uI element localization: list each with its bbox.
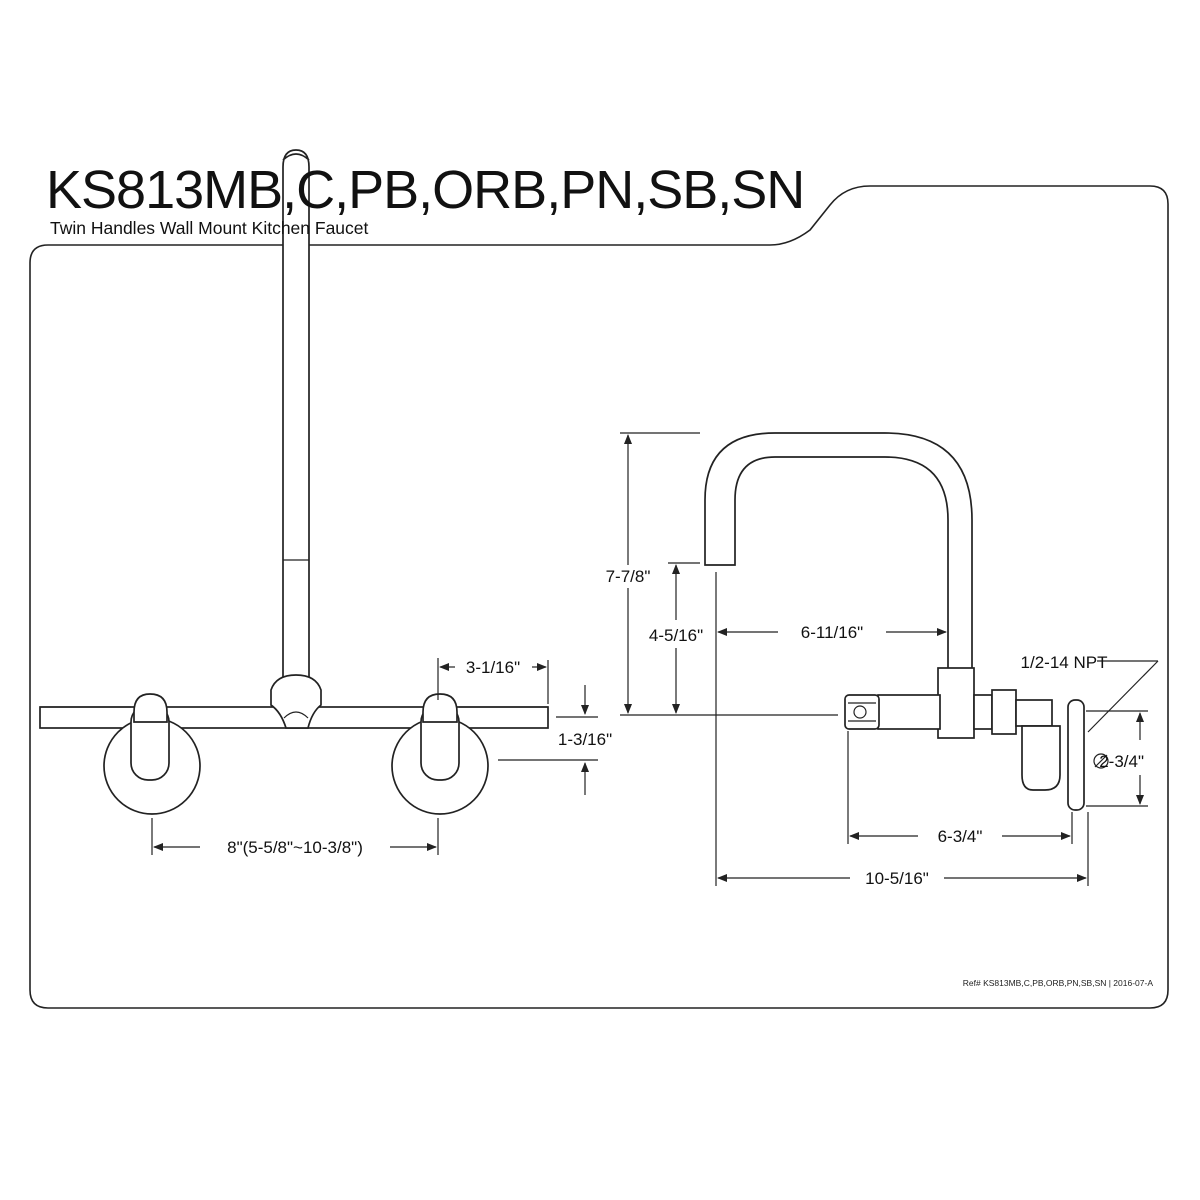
- product-description: Twin Handles Wall Mount Kitchen Faucet: [50, 218, 369, 238]
- side-body: [937, 667, 975, 739]
- dim-body-length: 6-3/4": [938, 827, 983, 846]
- dim-flange-diameter: 2-3/4": [1099, 752, 1144, 771]
- dim-thread: 1/2-14 NPT: [1021, 653, 1108, 672]
- reference-code: Ref# KS813MB,C,PB,ORB,PN,SB,SN | 2016-07…: [963, 978, 1154, 988]
- side-spout: [704, 432, 973, 671]
- dim-spout-reach: 6-11/16": [801, 623, 863, 642]
- side-wall-flange: [1067, 699, 1085, 811]
- dim-center-spread: 8"(5-5/8"~10-3/8"): [227, 838, 363, 857]
- dim-total-height: 7-7/8": [606, 567, 651, 586]
- front-tee: [270, 674, 322, 729]
- model-number-title: KS813MB,C,PB,ORB,PN,SB,SN: [46, 160, 805, 220]
- side-view: 7-7/8" 4-5/16" 6-11/16" 1/2-14 NPT 2-3/4…: [606, 432, 1159, 888]
- sheet-border: [29, 185, 1169, 1009]
- front-view: 3-1/16" 1-3/16" 8"(5-5/8"~10-3/8"): [39, 149, 612, 857]
- dim-spout-height: 4-5/16": [649, 626, 703, 645]
- side-handle: [844, 694, 880, 730]
- dim-total-length: 10-5/16": [865, 869, 929, 888]
- dim-arm-height: 1-3/16": [558, 730, 612, 749]
- dim-handle-to-end: 3-1/16": [466, 658, 520, 677]
